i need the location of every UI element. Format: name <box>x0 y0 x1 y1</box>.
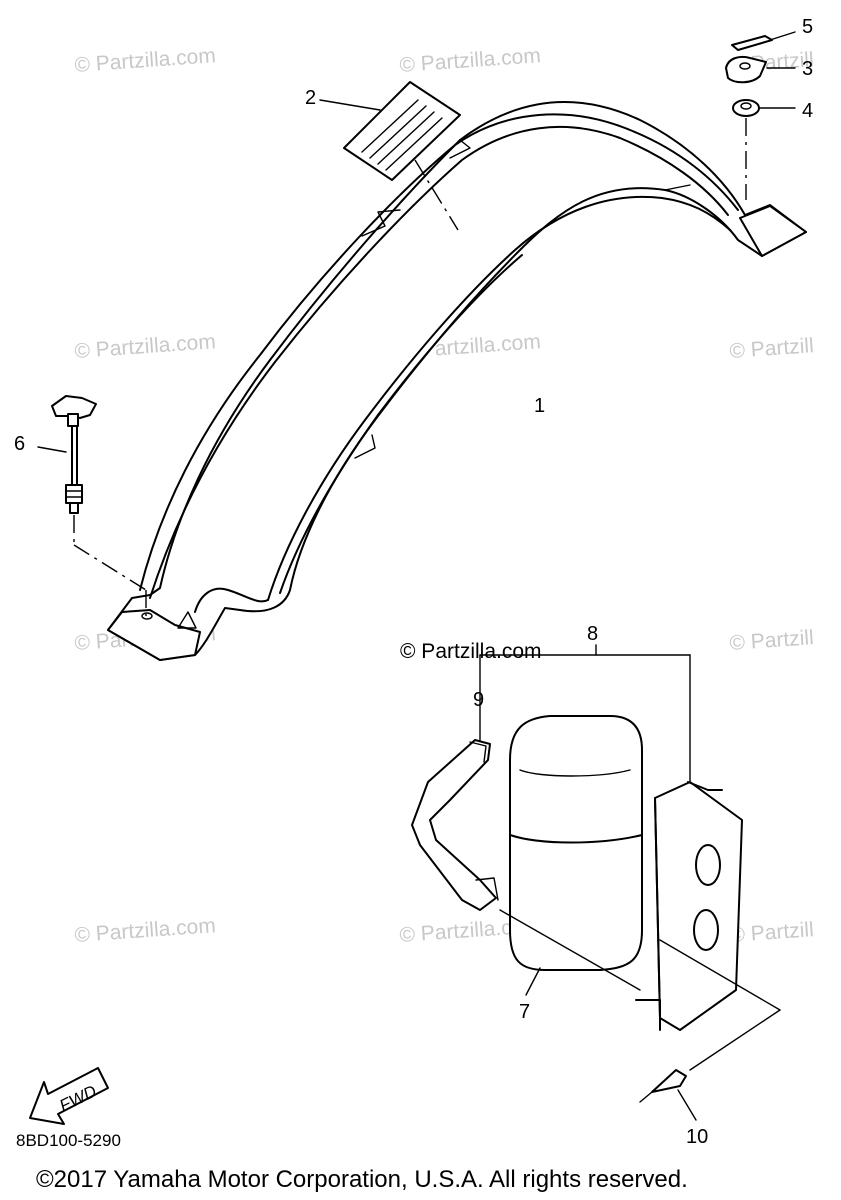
callout-7: 7 <box>519 1001 530 1023</box>
tool-bag-assembly <box>411 644 781 1121</box>
watermark: © Partzilla.com <box>74 330 217 363</box>
watermark: © Partzilla.com <box>74 44 217 77</box>
rear-fender <box>107 100 807 661</box>
watermark: © Partzill <box>729 918 815 947</box>
callout-1: 1 <box>534 395 545 417</box>
callout-6: 6 <box>14 433 25 455</box>
callout-10: 10 <box>686 1126 708 1148</box>
label-plate <box>319 81 461 231</box>
watermark: © Partzill <box>729 626 815 655</box>
callout-4: 4 <box>802 100 813 122</box>
callout-9: 9 <box>473 689 484 711</box>
partzilla-watermark-dark: © Partzilla.com <box>400 640 542 663</box>
diagram-code: 8BD100-5290 <box>16 1131 121 1150</box>
callouts: 1 2 3 4 5 6 7 8 9 10 <box>14 16 813 1148</box>
callout-2: 2 <box>305 87 316 109</box>
hardware-top-right <box>725 31 796 200</box>
watermark: © Partzill <box>729 334 815 363</box>
wing-bolt <box>37 395 147 616</box>
callout-5: 5 <box>802 16 813 38</box>
fwd-arrow: FWD <box>29 1067 109 1125</box>
copyright-notice: ©2017 Yamaha Motor Corporation, U.S.A. A… <box>36 1166 688 1193</box>
watermark: © Partzilla.com <box>399 44 542 77</box>
callout-3: 3 <box>802 58 813 80</box>
watermark: © Partzilla.com <box>74 914 217 947</box>
callout-8: 8 <box>587 623 598 645</box>
